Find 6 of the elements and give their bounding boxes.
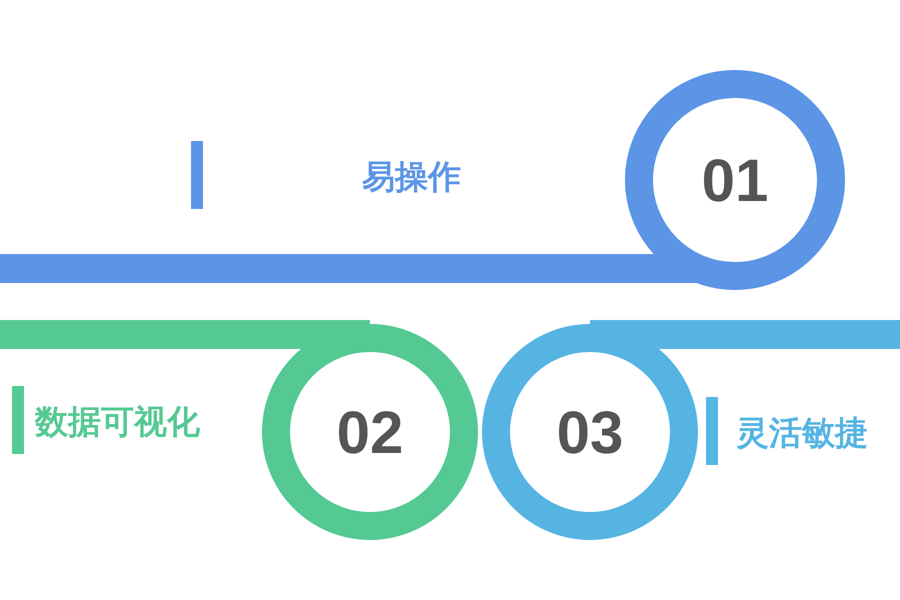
step-number: 02 — [336, 398, 404, 466]
step-number: 01 — [702, 146, 768, 214]
step-label: 灵活敏捷 — [736, 412, 868, 454]
step-label: 数据可视化 — [35, 401, 200, 443]
step-label: 易操作 — [362, 156, 461, 198]
step-number: 03 — [556, 398, 624, 466]
